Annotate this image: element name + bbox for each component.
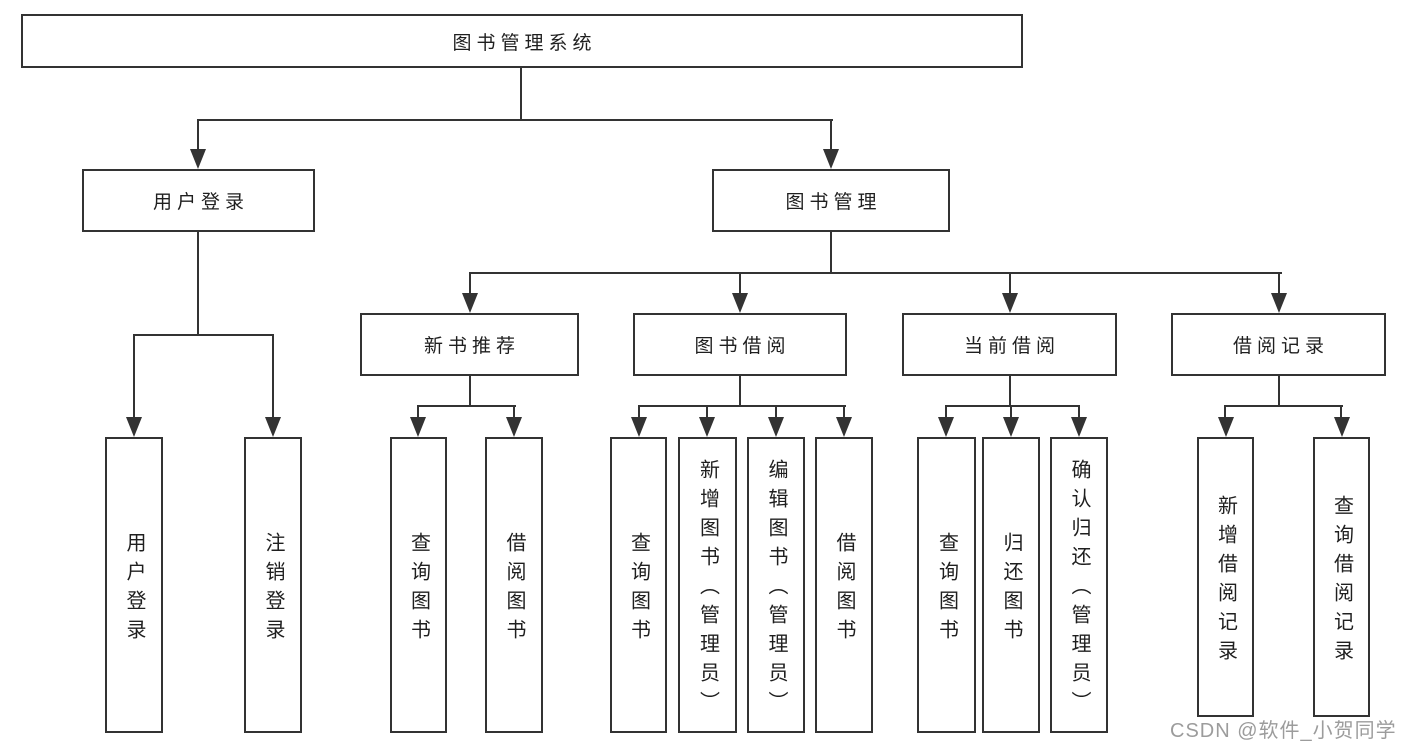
connector-line (1010, 407, 1012, 417)
connector-line (469, 376, 471, 407)
node-leaf-query-books-2: 查询图书 (610, 437, 667, 733)
arrowhead-icon (410, 417, 426, 437)
arrowhead-icon (732, 293, 748, 313)
connector-line (417, 405, 516, 407)
node-leaf-query-books-3: 查询图书 (917, 437, 976, 733)
node-label: 查询借阅记录 (1330, 494, 1353, 669)
connector-line (739, 376, 741, 407)
connector-line (272, 336, 274, 417)
node-label: 用户登录 (123, 531, 145, 648)
node-label: 新增借阅记录 (1214, 494, 1237, 669)
node-label: 查询图书 (935, 531, 958, 648)
node-leaf-query-borrow-record: 查询借阅记录 (1313, 437, 1370, 717)
node-leaf-borrow-books-1: 借阅图书 (485, 437, 543, 733)
connector-line (1278, 376, 1280, 407)
connector-line (830, 232, 832, 274)
arrowhead-icon (1002, 293, 1018, 313)
node-leaf-logout: 注销登录 (244, 437, 302, 733)
node-label: 借阅记录 (1232, 336, 1329, 357)
arrowhead-icon (1271, 293, 1287, 313)
node-leaf-user-login: 用户登录 (105, 437, 163, 733)
connector-line (197, 121, 199, 149)
node-new-book-recommend: 新书推荐 (360, 313, 579, 376)
node-root: 图书管理系统 (21, 14, 1023, 68)
arrowhead-icon (190, 149, 206, 169)
arrowhead-icon (1334, 417, 1350, 437)
node-label: 编辑图书（管理员） (765, 459, 787, 720)
node-leaf-add-books: 新增图书（管理员） (678, 437, 737, 733)
connector-line (197, 232, 199, 336)
node-label: 当前借阅 (963, 336, 1060, 357)
connector-line (1078, 407, 1080, 417)
connector-line (1224, 405, 1343, 407)
arrowhead-icon (823, 149, 839, 169)
node-leaf-add-borrow-record: 新增借阅记录 (1197, 437, 1254, 717)
arrowhead-icon (836, 417, 852, 437)
connector-line (469, 272, 1282, 274)
arrowhead-icon (768, 417, 784, 437)
node-current-borrowing: 当前借阅 (902, 313, 1117, 376)
csdn-watermark: CSDN @软件_小贺同学 (1170, 720, 1397, 742)
node-borrowing-records: 借阅记录 (1171, 313, 1386, 376)
connector-line (945, 407, 947, 417)
connector-line (133, 336, 135, 417)
arrowhead-icon (1003, 417, 1019, 437)
connector-line (469, 274, 471, 294)
arrowhead-icon (506, 417, 522, 437)
connector-line (775, 407, 777, 417)
arrowhead-icon (462, 293, 478, 313)
node-user-login: 用户登录 (82, 169, 315, 232)
node-label: 新书推荐 (423, 336, 520, 357)
node-leaf-query-books-1: 查询图书 (390, 437, 447, 733)
arrowhead-icon (1218, 417, 1234, 437)
connector-line (1278, 274, 1280, 294)
node-leaf-borrow-books-2: 借阅图书 (815, 437, 873, 733)
node-leaf-confirm-return: 确认归还（管理员） (1050, 437, 1108, 733)
connector-line (1009, 274, 1011, 294)
arrowhead-icon (1071, 417, 1087, 437)
arrowhead-icon (631, 417, 647, 437)
connector-line (1009, 376, 1011, 407)
connector-line (520, 68, 522, 121)
connector-line (830, 121, 832, 149)
node-label: 归还图书 (1000, 531, 1022, 648)
connector-line (133, 334, 274, 336)
connector-line (945, 405, 1080, 407)
connector-line (638, 405, 846, 407)
connector-line (417, 407, 419, 417)
node-label: 用户登录 (152, 192, 249, 213)
node-label: 图书管理 (785, 192, 882, 213)
node-label: 确认归还（管理员） (1068, 459, 1090, 720)
node-label: 新增图书（管理员） (696, 459, 719, 720)
node-label: 借阅图书 (503, 531, 525, 648)
arrowhead-icon (265, 417, 281, 437)
connector-line (638, 407, 640, 417)
connector-line (1340, 407, 1342, 417)
arrowhead-icon (699, 417, 715, 437)
connector-line (1224, 407, 1226, 417)
node-label: 查询图书 (407, 531, 430, 648)
connector-line (197, 119, 833, 121)
connector-line (843, 407, 845, 417)
node-book-borrowing: 图书借阅 (633, 313, 847, 376)
node-leaf-edit-books: 编辑图书（管理员） (747, 437, 805, 733)
node-book-management: 图书管理 (712, 169, 950, 232)
node-label: 图书管理系统 (452, 32, 597, 54)
node-label: 查询图书 (627, 531, 650, 648)
connector-line (513, 407, 515, 417)
arrowhead-icon (126, 417, 142, 437)
node-label: 借阅图书 (833, 531, 855, 648)
node-leaf-return-books: 归还图书 (982, 437, 1040, 733)
node-label: 图书借阅 (694, 336, 791, 357)
connector-line (739, 274, 741, 294)
arrowhead-icon (938, 417, 954, 437)
node-label: 注销登录 (262, 531, 284, 648)
connector-line (706, 407, 708, 417)
